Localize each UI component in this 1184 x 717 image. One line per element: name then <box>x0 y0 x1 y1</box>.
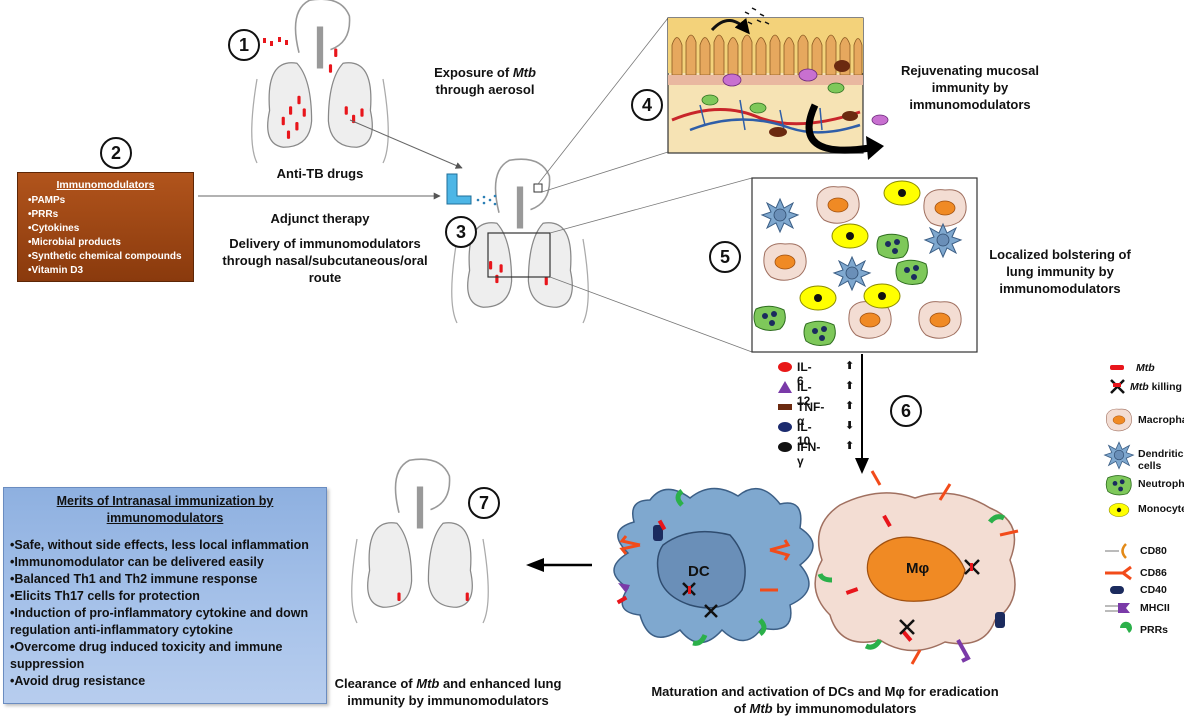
list-item: Microbial products <box>28 236 193 250</box>
legend-mtb: Mtb <box>1136 362 1155 374</box>
exposure-text-2: through aerosol <box>435 82 535 97</box>
cytokine-icon <box>778 404 792 410</box>
legend-dendritic: Dendritic cells <box>1138 448 1184 472</box>
aerosol-particles <box>263 37 288 46</box>
cytokine-icon <box>778 381 792 393</box>
inhaler-icon <box>446 173 497 206</box>
legend-prrs: PRRs <box>1140 624 1169 636</box>
delivery-text-1: Delivery of immunomodulators <box>229 236 421 251</box>
step-7-marker: 7 <box>468 487 500 519</box>
list-item: PRRs <box>28 208 193 222</box>
rejuv-text-3: immunomodulators <box>909 97 1031 112</box>
delivery-text-3: route <box>308 270 342 285</box>
lungs-exposure <box>252 0 389 163</box>
list-item: Induction of pro-inflammatory cytokine a… <box>10 605 326 639</box>
clearance-label: Clearance of Mtb and enhanced lung immun… <box>318 675 578 709</box>
cytokine-name: IL-12 <box>797 380 812 408</box>
step-2-marker: 2 <box>100 137 132 169</box>
matur-text-2b: by immunomodulators <box>772 701 917 716</box>
legend-mtb-killing-a: Mtb <box>1130 381 1149 393</box>
clear-text-2: and enhanced lung <box>439 676 562 691</box>
legend-mhcii: MHCII <box>1140 602 1170 614</box>
localized-label: Localized bolstering of lung immunity by… <box>975 246 1145 297</box>
matur-mtb: Mtb <box>749 701 773 716</box>
list-item: Vitamin D3 <box>28 264 193 278</box>
list-item: Cytokines <box>28 222 193 236</box>
step-5-marker: 5 <box>709 241 741 273</box>
maturation-label: Maturation and activation of DCs and Mφ … <box>640 683 1010 717</box>
mtb-killing-marks <box>682 559 980 635</box>
legend-macrophage: Macrophage <box>1138 414 1184 426</box>
merits-list: Safe, without side effects, less local i… <box>4 537 326 690</box>
exposure-mtb: Mtb <box>512 65 536 80</box>
immunomodulators-list: PAMPs PRRs Cytokines Microbial products … <box>18 194 193 278</box>
nasal-zoom-region <box>533 183 543 193</box>
adjunct-label: Adjunct therapy <box>270 211 370 226</box>
list-item: Elicits Th17 cells for protection <box>10 588 326 605</box>
cytokine-name: TNF-α <box>797 400 825 428</box>
legend-cd80: CD80 <box>1140 545 1167 557</box>
step-6-marker: 6 <box>890 395 922 427</box>
legend-mtb-killing: Mtb killing <box>1130 381 1182 393</box>
lung-zoom-region <box>487 232 551 278</box>
local-text-3: immunomodulators <box>999 281 1121 296</box>
delivery-text-2: through nasal/subcutaneous/oral <box>222 253 428 268</box>
rejuv-text-1: Rejuvenating mucosal <box>901 63 1039 78</box>
delivery-label: Delivery of immunomodulators through nas… <box>200 235 450 286</box>
cytokine-icon <box>778 422 792 432</box>
exposure-label: Exposure of Mtb through aerosol <box>390 64 580 98</box>
rejuv-text-2: immunity by <box>931 80 1009 95</box>
list-item: Balanced Th1 and Th2 immune response <box>10 571 326 588</box>
merits-title: Merits of Intranasal immunization by imm… <box>4 493 326 527</box>
cytokine-icon <box>778 362 792 372</box>
macrophage-cell <box>814 492 1016 652</box>
matur-text-2a: of <box>733 701 750 716</box>
list-item: PAMPs <box>28 194 193 208</box>
cytokine-name: IFN-γ <box>797 440 821 468</box>
clear-text-3: immunity by immunomodulators <box>347 693 549 708</box>
up-arrow-icon: ⬆ <box>845 380 855 392</box>
anti-tb-label: Anti-TB drugs <box>276 166 364 181</box>
legend-mtb-killing-b: killing <box>1148 381 1182 393</box>
cytokine-name: IL-10 <box>797 420 812 448</box>
clear-mtb: Mtb <box>416 676 440 691</box>
legend-cd86: CD86 <box>1140 567 1167 579</box>
legend-neutrophil: Neutrophil <box>1138 478 1184 490</box>
up-arrow-icon: ⬆ <box>845 400 855 412</box>
clear-text-1: Clearance of <box>334 676 417 691</box>
immunomodulators-box: Immunomodulators PAMPs PRRs Cytokines Mi… <box>17 172 194 282</box>
up-arrow-icon: ⬆ <box>845 440 855 452</box>
cytokine-icon <box>778 442 792 452</box>
list-item: Avoid drug resistance <box>10 673 326 690</box>
exposure-text: Exposure of <box>434 65 513 80</box>
legend-monocytes: Monocytes <box>1138 503 1184 515</box>
list-item: Safe, without side effects, less local i… <box>10 537 326 554</box>
dc-label: DC <box>688 563 710 580</box>
down-arrow-icon: ⬇ <box>845 420 855 432</box>
step-1-marker: 1 <box>228 29 260 61</box>
merits-box: Merits of Intranasal immunization by imm… <box>3 487 327 704</box>
list-item: Synthetic chemical compounds <box>28 250 193 264</box>
immunomodulators-title: Immunomodulators <box>56 179 155 191</box>
mphi-label: Mφ <box>906 560 930 577</box>
matur-text-1: Maturation and activation of DCs and Mφ … <box>651 684 999 699</box>
merits-title-text: Merits of Intranasal immunization by imm… <box>56 494 274 525</box>
mucosal-panel <box>667 17 864 154</box>
dendritic-cell <box>613 487 814 644</box>
cell-receptors <box>616 470 1019 665</box>
rejuvenating-label: Rejuvenating mucosal immunity by immunom… <box>880 62 1060 113</box>
list-item: Immunomodulator can be delivered easily <box>10 554 326 571</box>
up-arrow-icon: ⬆ <box>845 360 855 372</box>
local-text-2: lung immunity by <box>1006 264 1114 279</box>
list-item: Overcome drug induced toxicity and immun… <box>10 639 326 673</box>
step-4-marker: 4 <box>631 89 663 121</box>
step-3-marker: 3 <box>445 216 477 248</box>
lung-immunity-panel <box>751 177 978 353</box>
legend-cd40: CD40 <box>1140 584 1167 596</box>
cytokine-name: IL-6 <box>797 360 812 388</box>
legend-graphics <box>1104 365 1134 633</box>
local-text-1: Localized bolstering of <box>989 247 1131 262</box>
lungs-clearance <box>352 459 489 623</box>
